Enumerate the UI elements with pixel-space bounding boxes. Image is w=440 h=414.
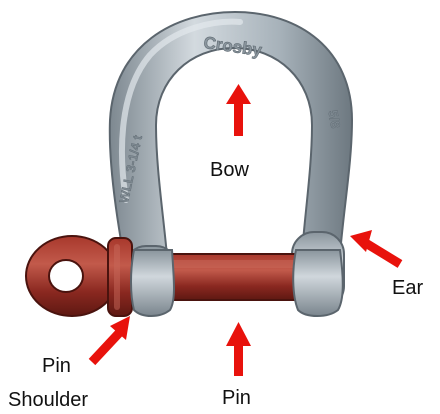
pin-arrow: [226, 322, 251, 376]
pin-eye-hole: [49, 260, 83, 292]
pin-label: Pin: [222, 388, 251, 408]
bow-label: Bow: [210, 160, 249, 180]
pin-shoulder-collar: [108, 238, 132, 316]
bow-arrow: [226, 84, 251, 136]
right-arm-front: [293, 250, 343, 316]
ear-label: Ear: [392, 278, 423, 298]
pin-shoulder-label-line2: Shoulder: [8, 390, 88, 410]
pin-head: [26, 236, 118, 316]
pin-shoulder-label-line1: Pin: [42, 356, 71, 376]
ear-arrow: [350, 230, 400, 264]
left-arm-front: [131, 250, 174, 316]
pin-shoulder-arrow: [92, 316, 130, 362]
size-marking: 5/8: [325, 109, 343, 129]
